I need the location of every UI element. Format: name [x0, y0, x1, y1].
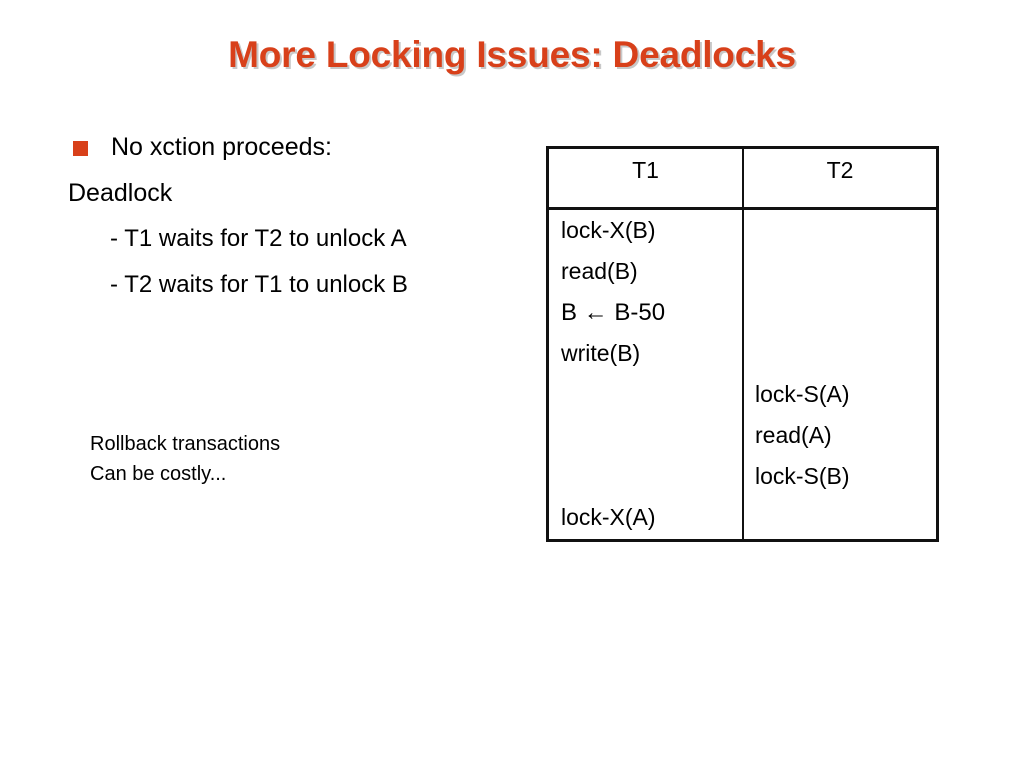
- bullet-item-label: No xction proceeds:: [111, 133, 332, 161]
- rollback-note: Rollback transactions Can be costly...: [90, 429, 280, 489]
- t1-operations-cell: lock-X(B) read(B) B ← B-50 write(B) lock…: [561, 210, 741, 538]
- t1-op-row: lock-X(A): [561, 504, 656, 530]
- sub-point-t2-waits: - T2 waits for T1 to unlock B: [110, 271, 408, 298]
- column-header-t2: T2: [826, 157, 854, 183]
- t2-operations-cell: lock-S(A) read(A) lock-S(B): [755, 210, 935, 538]
- rollback-note-line-2: Can be costly...: [90, 463, 227, 485]
- column-header-t1: T1: [632, 157, 659, 183]
- table-body: lock-X(B) read(B) B ← B-50 write(B) lock…: [549, 210, 936, 539]
- rollback-note-line-1: Rollback transactions: [90, 433, 281, 455]
- page-title: More Locking Issues: Deadlocks: [228, 34, 796, 75]
- bullet-item-no-xction: No xction proceeds:: [68, 130, 518, 164]
- table-header-row: T1 T2: [549, 149, 936, 210]
- header-column-divider: [742, 149, 744, 207]
- t1-op-row: read(B): [561, 258, 638, 284]
- sub-point-t1-waits: - T1 waits for T2 to unlock A: [110, 225, 407, 252]
- t2-op-row: read(A): [755, 422, 832, 448]
- body-column-divider: [742, 210, 744, 539]
- t1-op-row: lock-X(B): [561, 217, 656, 243]
- t1-op-row: B ← B-50: [561, 299, 666, 326]
- transaction-schedule-table: T1 T2 lock-X(B) read(B) B ← B-50 write(B…: [546, 146, 939, 542]
- t2-op-row: lock-S(B): [755, 463, 850, 489]
- deadlock-statement: Deadlock: [68, 179, 173, 207]
- t1-op-row: write(B): [561, 340, 641, 366]
- square-bullet-icon: [73, 141, 88, 156]
- t2-op-row: lock-S(A): [755, 381, 850, 407]
- left-content-column: No xction proceeds: Deadlock - T1 waits …: [68, 130, 518, 314]
